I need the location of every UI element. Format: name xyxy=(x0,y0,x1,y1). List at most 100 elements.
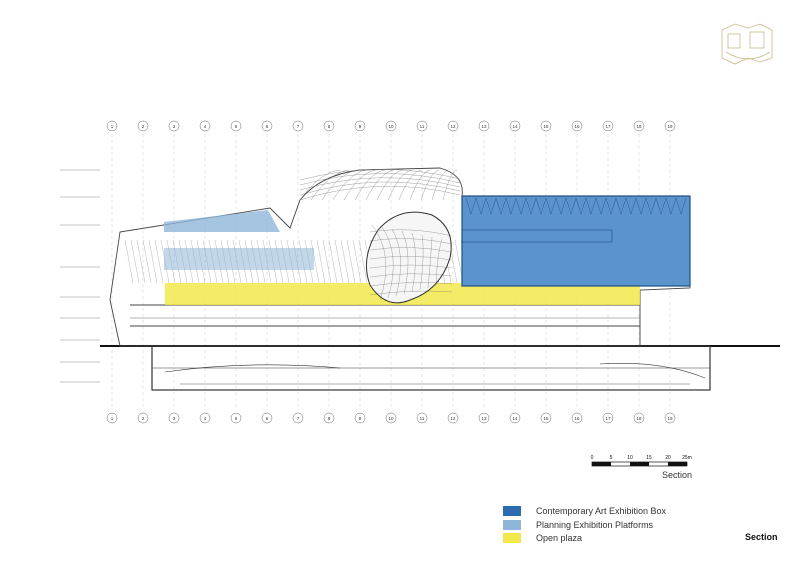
blob-mesh-line xyxy=(369,282,453,287)
page-title: Section xyxy=(745,532,778,542)
dome-mesh-line xyxy=(299,169,461,181)
legend-label: Planning Exhibition Platforms xyxy=(536,519,654,530)
truss-line xyxy=(530,197,537,215)
grid-bubble xyxy=(354,120,366,132)
truss-line xyxy=(550,197,557,215)
scale-caption: Section xyxy=(662,470,693,480)
grid-label: 2 xyxy=(142,416,145,421)
legend-item-contemporary: Contemporary Art Exhibition Box xyxy=(503,505,763,517)
dome-mesh-line xyxy=(299,185,461,201)
planning-platforms-zone xyxy=(164,210,314,270)
dome-mesh-line xyxy=(321,169,359,201)
truss-line xyxy=(515,197,522,215)
grid-label: 8 xyxy=(328,124,331,129)
grid-bubble xyxy=(137,412,149,424)
grid-label: 7 xyxy=(297,124,300,129)
hatch-line xyxy=(346,239,356,284)
truss-line xyxy=(645,197,652,215)
dome-mesh-line xyxy=(299,181,461,196)
truss-line xyxy=(600,197,607,215)
dome-mesh-line xyxy=(299,169,341,201)
legend-label: Open plaza xyxy=(536,533,583,543)
grid-bubble xyxy=(664,412,676,424)
grid-label: 4 xyxy=(204,416,207,421)
blob-mesh-line xyxy=(401,230,409,295)
blob-mesh-line xyxy=(369,256,453,261)
grid-bubble xyxy=(199,120,211,132)
truss-line xyxy=(620,197,627,215)
grid-bubble xyxy=(292,120,304,132)
truss-line xyxy=(570,197,577,215)
dome-mesh-line xyxy=(354,169,386,201)
truss-line xyxy=(565,197,572,215)
grid-bubble xyxy=(106,120,118,132)
grid-label: 4 xyxy=(204,124,207,129)
legend-swatch xyxy=(503,533,521,543)
truss-line xyxy=(640,197,647,215)
legend-item-planning: Planning Exhibition Platforms xyxy=(503,519,763,531)
hatch-line xyxy=(142,239,152,284)
hatch-line xyxy=(136,239,146,284)
hatch-line xyxy=(148,239,158,284)
sculptural-blob xyxy=(365,211,453,304)
truss-line xyxy=(585,197,592,215)
grid-label: 11 xyxy=(420,416,425,421)
truss-line xyxy=(580,197,587,215)
truss-line xyxy=(655,197,662,215)
hatch-line xyxy=(358,239,368,284)
dome-mesh-line xyxy=(299,173,461,186)
dome-mesh xyxy=(299,169,461,201)
hatch-line xyxy=(322,239,332,284)
grid-label: 5 xyxy=(235,124,238,129)
grid-label: 18 xyxy=(636,124,642,129)
grid-bubble xyxy=(230,412,242,424)
blob-mesh-line xyxy=(369,238,453,245)
truss-line xyxy=(680,197,687,215)
truss-line xyxy=(500,197,507,215)
hatch-line xyxy=(130,239,140,284)
truss-line xyxy=(490,197,497,215)
truss-line xyxy=(610,197,617,215)
dome-mesh-line xyxy=(299,177,461,191)
grid-label: 10 xyxy=(388,416,394,421)
hatch-line xyxy=(328,239,338,284)
hatch-line xyxy=(310,239,320,284)
blob-mesh-line xyxy=(419,234,424,291)
truss-line xyxy=(465,197,472,215)
grid-bubble xyxy=(385,120,397,132)
grid-bubble xyxy=(509,120,521,132)
grid-bubble xyxy=(602,412,614,424)
grid-label: 9 xyxy=(359,124,362,129)
hatch-line xyxy=(124,239,134,284)
truss-line xyxy=(625,197,632,215)
legend-swatch xyxy=(503,519,521,530)
truss-line xyxy=(665,197,672,215)
truss-line xyxy=(590,197,597,215)
grid-label: 12 xyxy=(450,124,456,129)
grid-label: 16 xyxy=(574,416,580,421)
grid-bubble xyxy=(323,412,335,424)
truss-line xyxy=(475,197,482,215)
blob-mesh-line xyxy=(369,229,453,237)
grid-bubble xyxy=(168,120,180,132)
blob-mesh-line xyxy=(411,232,416,293)
dome-mesh-line xyxy=(343,169,377,201)
grid-label: 15 xyxy=(543,416,549,421)
truss-line xyxy=(505,197,512,215)
truss-line xyxy=(675,197,682,215)
truss-line xyxy=(615,197,622,215)
level-tags xyxy=(60,169,100,383)
grid-bubble xyxy=(664,120,676,132)
truss-line xyxy=(660,197,667,215)
grid-bubble xyxy=(292,412,304,424)
grid-bubble xyxy=(571,412,583,424)
grid-bubble xyxy=(261,120,273,132)
grid-bubble xyxy=(354,412,366,424)
grid-bubble xyxy=(478,412,490,424)
grid-label: 17 xyxy=(605,416,611,421)
grid-bubble xyxy=(416,120,428,132)
scale-tick-label: 25m xyxy=(682,455,692,461)
dome-mesh-line xyxy=(376,169,404,201)
